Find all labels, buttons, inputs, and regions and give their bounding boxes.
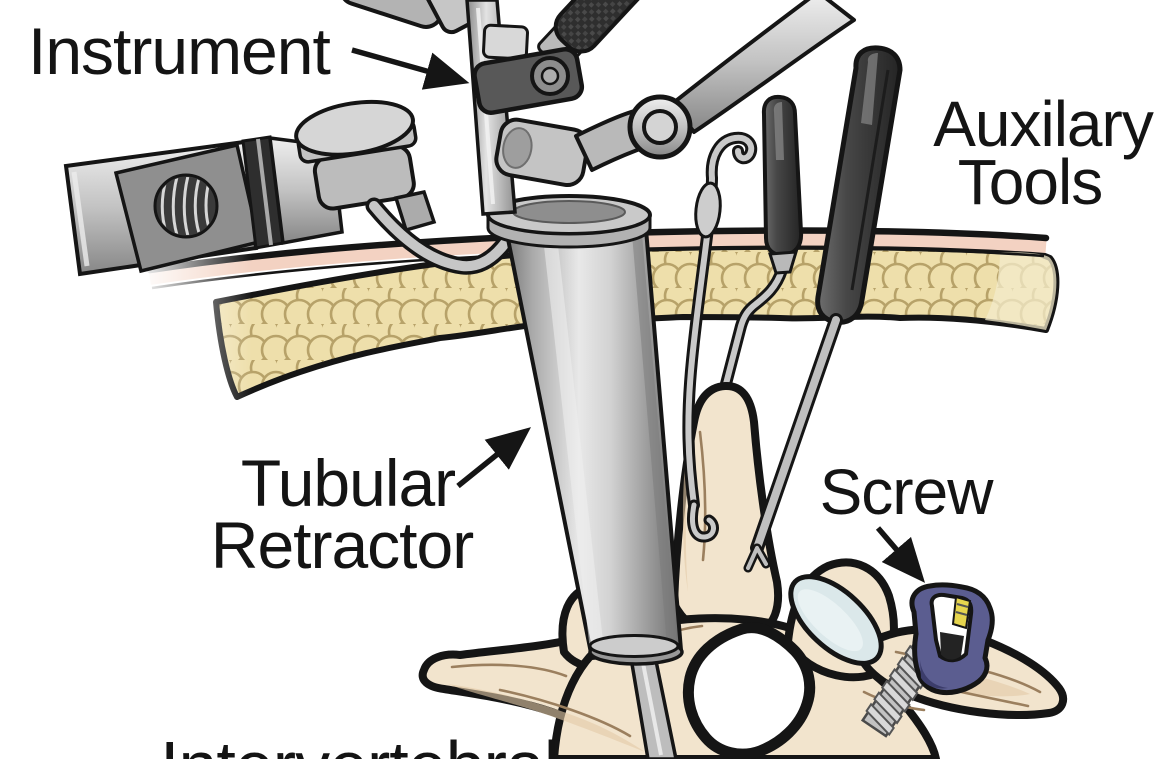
rod-highlight <box>640 657 663 756</box>
clamp-bolt-center <box>540 66 560 86</box>
tubular-retractor <box>486 194 684 759</box>
instrument-label: Instrument <box>28 14 330 88</box>
flange-opening <box>512 200 626 224</box>
screw-head-shade <box>920 660 948 689</box>
pedicle-screw <box>860 582 995 738</box>
carbon-grip <box>553 0 657 54</box>
probe-tool <box>698 264 788 476</box>
clamp-support-tab <box>393 189 437 233</box>
hook-grip <box>694 181 722 239</box>
screw-recess-dark <box>940 632 964 660</box>
vertebral-foramen <box>682 622 816 759</box>
top-handle-stub <box>423 0 478 35</box>
probe-ferrule <box>768 250 799 275</box>
support-arm <box>63 99 515 277</box>
fork-tip <box>746 546 768 570</box>
nerve-hook-tool <box>682 131 758 543</box>
flange-lip <box>486 214 652 249</box>
instrument-assembly <box>338 0 856 216</box>
shaft-collar <box>481 23 530 61</box>
handle-groove <box>850 69 890 291</box>
tubular-retractor-label-line2: Retractor <box>211 508 473 582</box>
auxiliary-tools-label-line1: Auxilary <box>933 88 1154 160</box>
facet-disc <box>788 574 884 666</box>
articulated-arm <box>670 0 856 134</box>
tube-highlight <box>542 227 604 651</box>
arm-clamp-head <box>294 99 418 211</box>
screwdriver-tool <box>743 45 903 573</box>
ring-joint-hole <box>642 109 678 145</box>
probe-handle-highlight <box>773 102 784 160</box>
instrument-arrow <box>351 47 470 90</box>
tubular-retractor-arrow <box>456 427 531 489</box>
curved-rod-fill <box>369 201 511 272</box>
threaded-hole <box>153 173 219 239</box>
auxiliary-tools-label-line2: Tools <box>958 146 1102 218</box>
screw-arrow <box>875 526 926 583</box>
tubular-retractor-label-line1: Tubular <box>241 446 455 520</box>
screwdriver-shaft <box>753 316 840 552</box>
fat-right-end-pale <box>985 252 1057 330</box>
probe-shaft <box>701 267 785 473</box>
arm-highlight <box>71 171 90 267</box>
fat-left-fade <box>142 252 252 412</box>
annotation-arrows <box>351 47 926 583</box>
hook-tip <box>689 502 716 540</box>
intervertebral-label-partial: Intervertebral <box>160 727 558 759</box>
screw-label: Screw <box>820 456 995 528</box>
probe-tool-handle <box>761 94 804 275</box>
yellow-band-threads <box>955 603 969 616</box>
holder-clamp <box>494 117 590 188</box>
tube-shadow <box>631 221 677 647</box>
collar-gap <box>256 138 273 246</box>
labels: Instrument Auxilary Tools Tubular Retrac… <box>28 14 1155 759</box>
tube-bottom-face <box>588 634 680 658</box>
handle-highlight <box>861 53 878 125</box>
